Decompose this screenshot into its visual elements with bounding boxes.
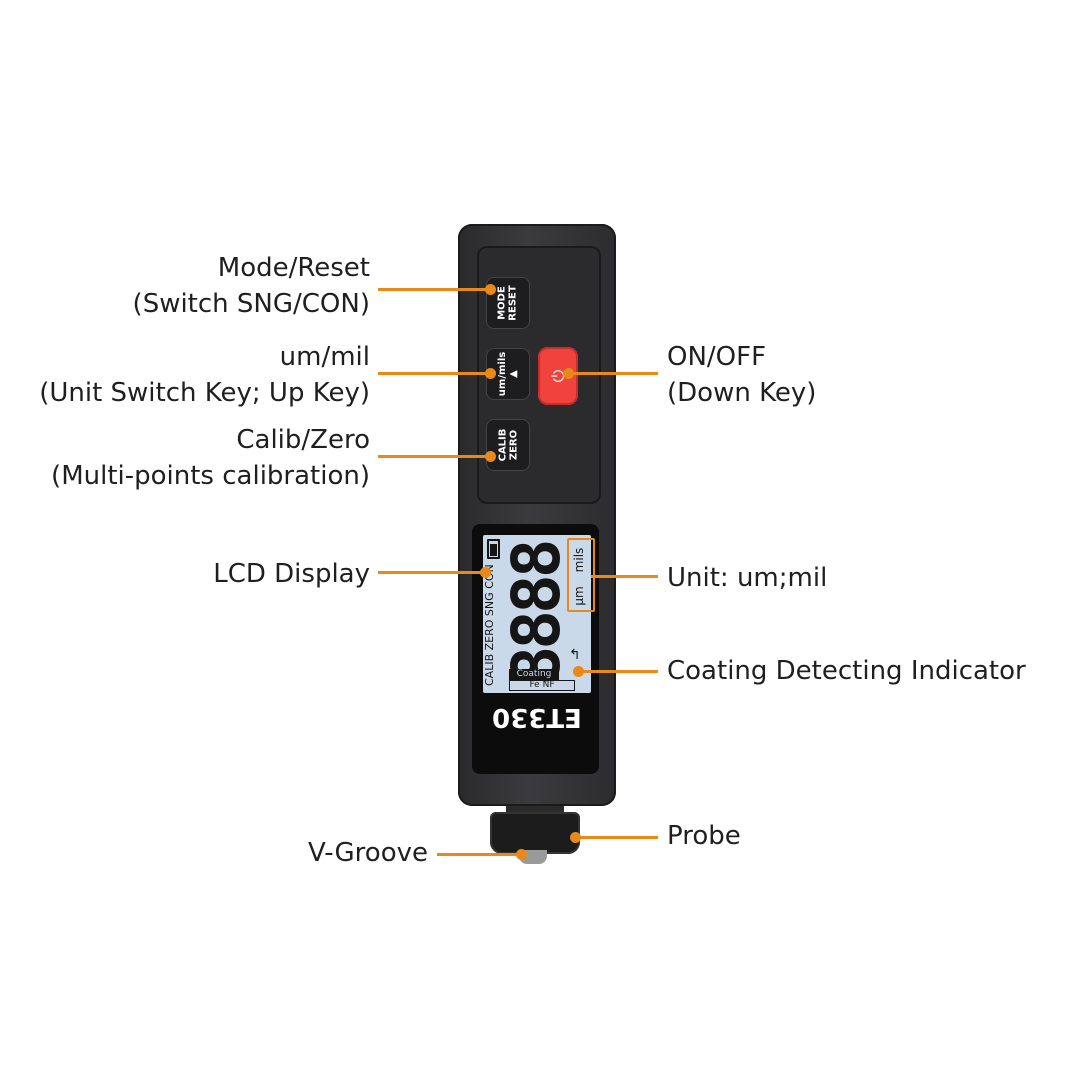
mode-key-line1: MODE	[496, 286, 508, 320]
label-mode-reset-line2: (Switch SNG/CON)	[132, 289, 370, 319]
label-probe-text: Probe	[667, 821, 741, 851]
leader-dot-v-groove	[516, 849, 527, 860]
model-text: ET330	[492, 702, 582, 732]
unit-key-line1: um/mils	[497, 351, 509, 397]
leader-line-calib	[378, 455, 490, 458]
label-calib-zero: Calib/Zero (Multi-points calibration)	[51, 422, 370, 494]
calib-zero-key-text: CALIB ZERO	[497, 429, 519, 462]
um-mil-key-text: um/mils ▲	[497, 352, 519, 396]
label-on-off-line1: ON/OFF	[667, 342, 767, 372]
mode-key-line2: RESET	[507, 285, 519, 321]
label-on-off: ON/OFF (Down Key)	[667, 339, 816, 411]
lcd-fe-nf: Fe NF	[509, 680, 575, 691]
leader-dot-probe	[570, 832, 581, 843]
leader-dot-mode	[485, 284, 496, 295]
probe	[490, 812, 580, 854]
leader-line-unit	[591, 575, 658, 578]
label-um-mil-line1: um/mil	[279, 342, 370, 372]
unit-key-line2: ▲	[508, 370, 520, 378]
mode-reset-key-text: MODE RESET	[497, 285, 519, 320]
leader-line-on-off	[568, 372, 658, 375]
label-coating-indicator: Coating Detecting Indicator	[667, 653, 1026, 689]
label-calib-zero-line1: Calib/Zero	[236, 425, 370, 455]
label-lcd-display: LCD Display	[213, 556, 370, 592]
calib-zero-key[interactable]: CALIB ZERO	[486, 419, 530, 471]
label-mode-reset: Mode/Reset (Switch SNG/CON)	[133, 250, 370, 322]
battery-icon	[487, 539, 500, 559]
leader-dot-lcd	[480, 567, 491, 578]
leader-line-mode	[378, 288, 490, 291]
lcd-coating-indicator: Coating	[509, 669, 559, 680]
label-mode-reset-line1: Mode/Reset	[217, 253, 370, 283]
label-on-off-line2: (Down Key)	[667, 378, 817, 408]
label-unit-text: Unit: um;mil	[667, 563, 828, 593]
label-calib-zero-line2: (Multi-points calibration)	[51, 461, 370, 491]
leader-line-um-mil	[378, 372, 490, 375]
model-name: ET330	[492, 695, 582, 739]
leader-dot-coating	[573, 666, 584, 677]
label-probe: Probe	[667, 818, 741, 854]
label-um-mil: um/mil (Unit Switch Key; Up Key)	[39, 339, 370, 411]
label-lcd-display-text: LCD Display	[213, 559, 370, 589]
calib-key-line1: CALIB	[496, 428, 508, 462]
leader-dot-calib	[485, 451, 496, 462]
label-v-groove-text: V-Groove	[307, 838, 428, 868]
lcd-digits: 8888	[498, 542, 575, 686]
leader-line-coating	[578, 670, 658, 673]
leader-line-probe	[575, 836, 658, 839]
leader-dot-um-mil	[485, 368, 496, 379]
lcd-arrow-icon: ↰	[569, 647, 581, 663]
probe-neck	[506, 806, 564, 816]
label-unit: Unit: um;mil	[667, 560, 827, 596]
lcd-display: 8888 CALIB ZERO SNG CON mils µm ↰ Coatin…	[483, 535, 591, 693]
leader-dot-on-off	[563, 368, 574, 379]
leader-line-v-groove	[437, 853, 523, 856]
calib-key-line2: ZERO	[507, 429, 519, 461]
label-v-groove: V-Groove	[308, 835, 428, 871]
lcd-mode-labels: CALIB ZERO SNG CON	[483, 564, 496, 686]
leader-line-lcd	[378, 571, 484, 574]
label-um-mil-line2: (Unit Switch Key; Up Key)	[39, 378, 370, 408]
label-coating-indicator-text: Coating Detecting Indicator	[667, 656, 1026, 686]
